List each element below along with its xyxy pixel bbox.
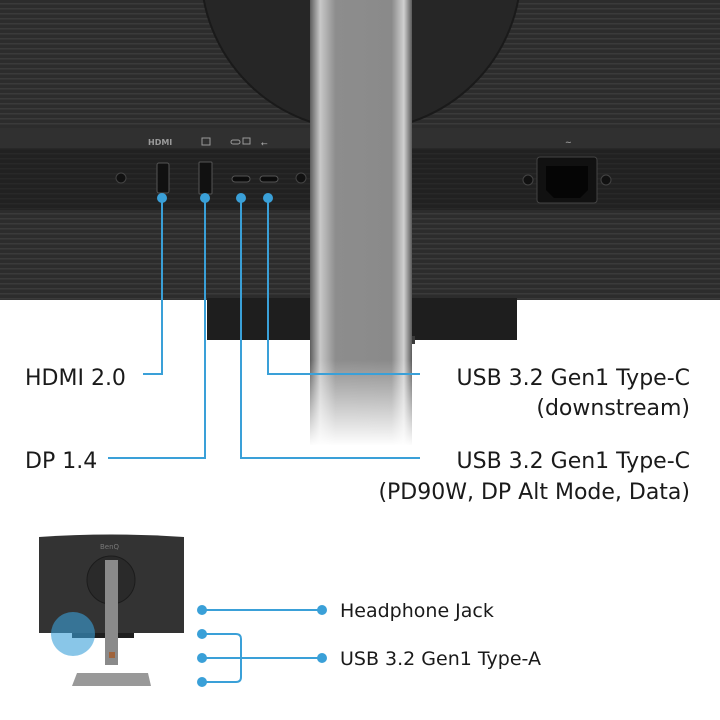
screw-icon — [295, 172, 307, 184]
callout-lines — [108, 198, 420, 459]
usbc-pd-label: USB 3.2 Gen1 Type-C — [457, 449, 690, 474]
usbc-port-pd — [231, 175, 251, 183]
hdmi-port — [156, 162, 170, 194]
screw-icon — [522, 174, 534, 186]
brand-logo: BenQ — [100, 543, 120, 551]
dp-icon — [201, 137, 211, 146]
usbc-display-icon — [230, 137, 251, 145]
port-dots — [157, 193, 273, 203]
ports-highlight — [51, 612, 95, 656]
monitor-thumbnail: BenQ — [39, 534, 184, 686]
usbc-pd-dot — [236, 193, 246, 203]
hdmi-label: HDMI 2.0 — [25, 366, 126, 391]
usb-a-label: USB 3.2 Gen1 Type-A — [340, 648, 541, 670]
usbc-port-downstream — [259, 175, 279, 183]
hdmi-port-label: HDMI — [148, 138, 172, 147]
usbc-downstream-dot — [263, 193, 273, 203]
screw-icon — [600, 174, 612, 186]
dp-label: DP 1.4 — [25, 449, 97, 474]
usb-icon: ⭠ — [261, 139, 268, 148]
usbc-downstream-sublabel: (downstream) — [536, 396, 690, 421]
dp-port — [198, 161, 213, 195]
usbc-pd-sublabel: (PD90W, DP Alt Mode, Data) — [378, 480, 690, 505]
dp-dot — [200, 193, 210, 203]
side-callout-lines — [202, 609, 322, 683]
usbc-downstream-label: USB 3.2 Gen1 Type-C — [457, 366, 690, 391]
power-icon: ~ — [565, 138, 572, 147]
hdmi-dot — [157, 193, 167, 203]
ports — [115, 156, 612, 204]
headphone-label: Headphone Jack — [340, 600, 494, 622]
side-dots — [197, 605, 327, 687]
screw-icon — [115, 172, 127, 184]
